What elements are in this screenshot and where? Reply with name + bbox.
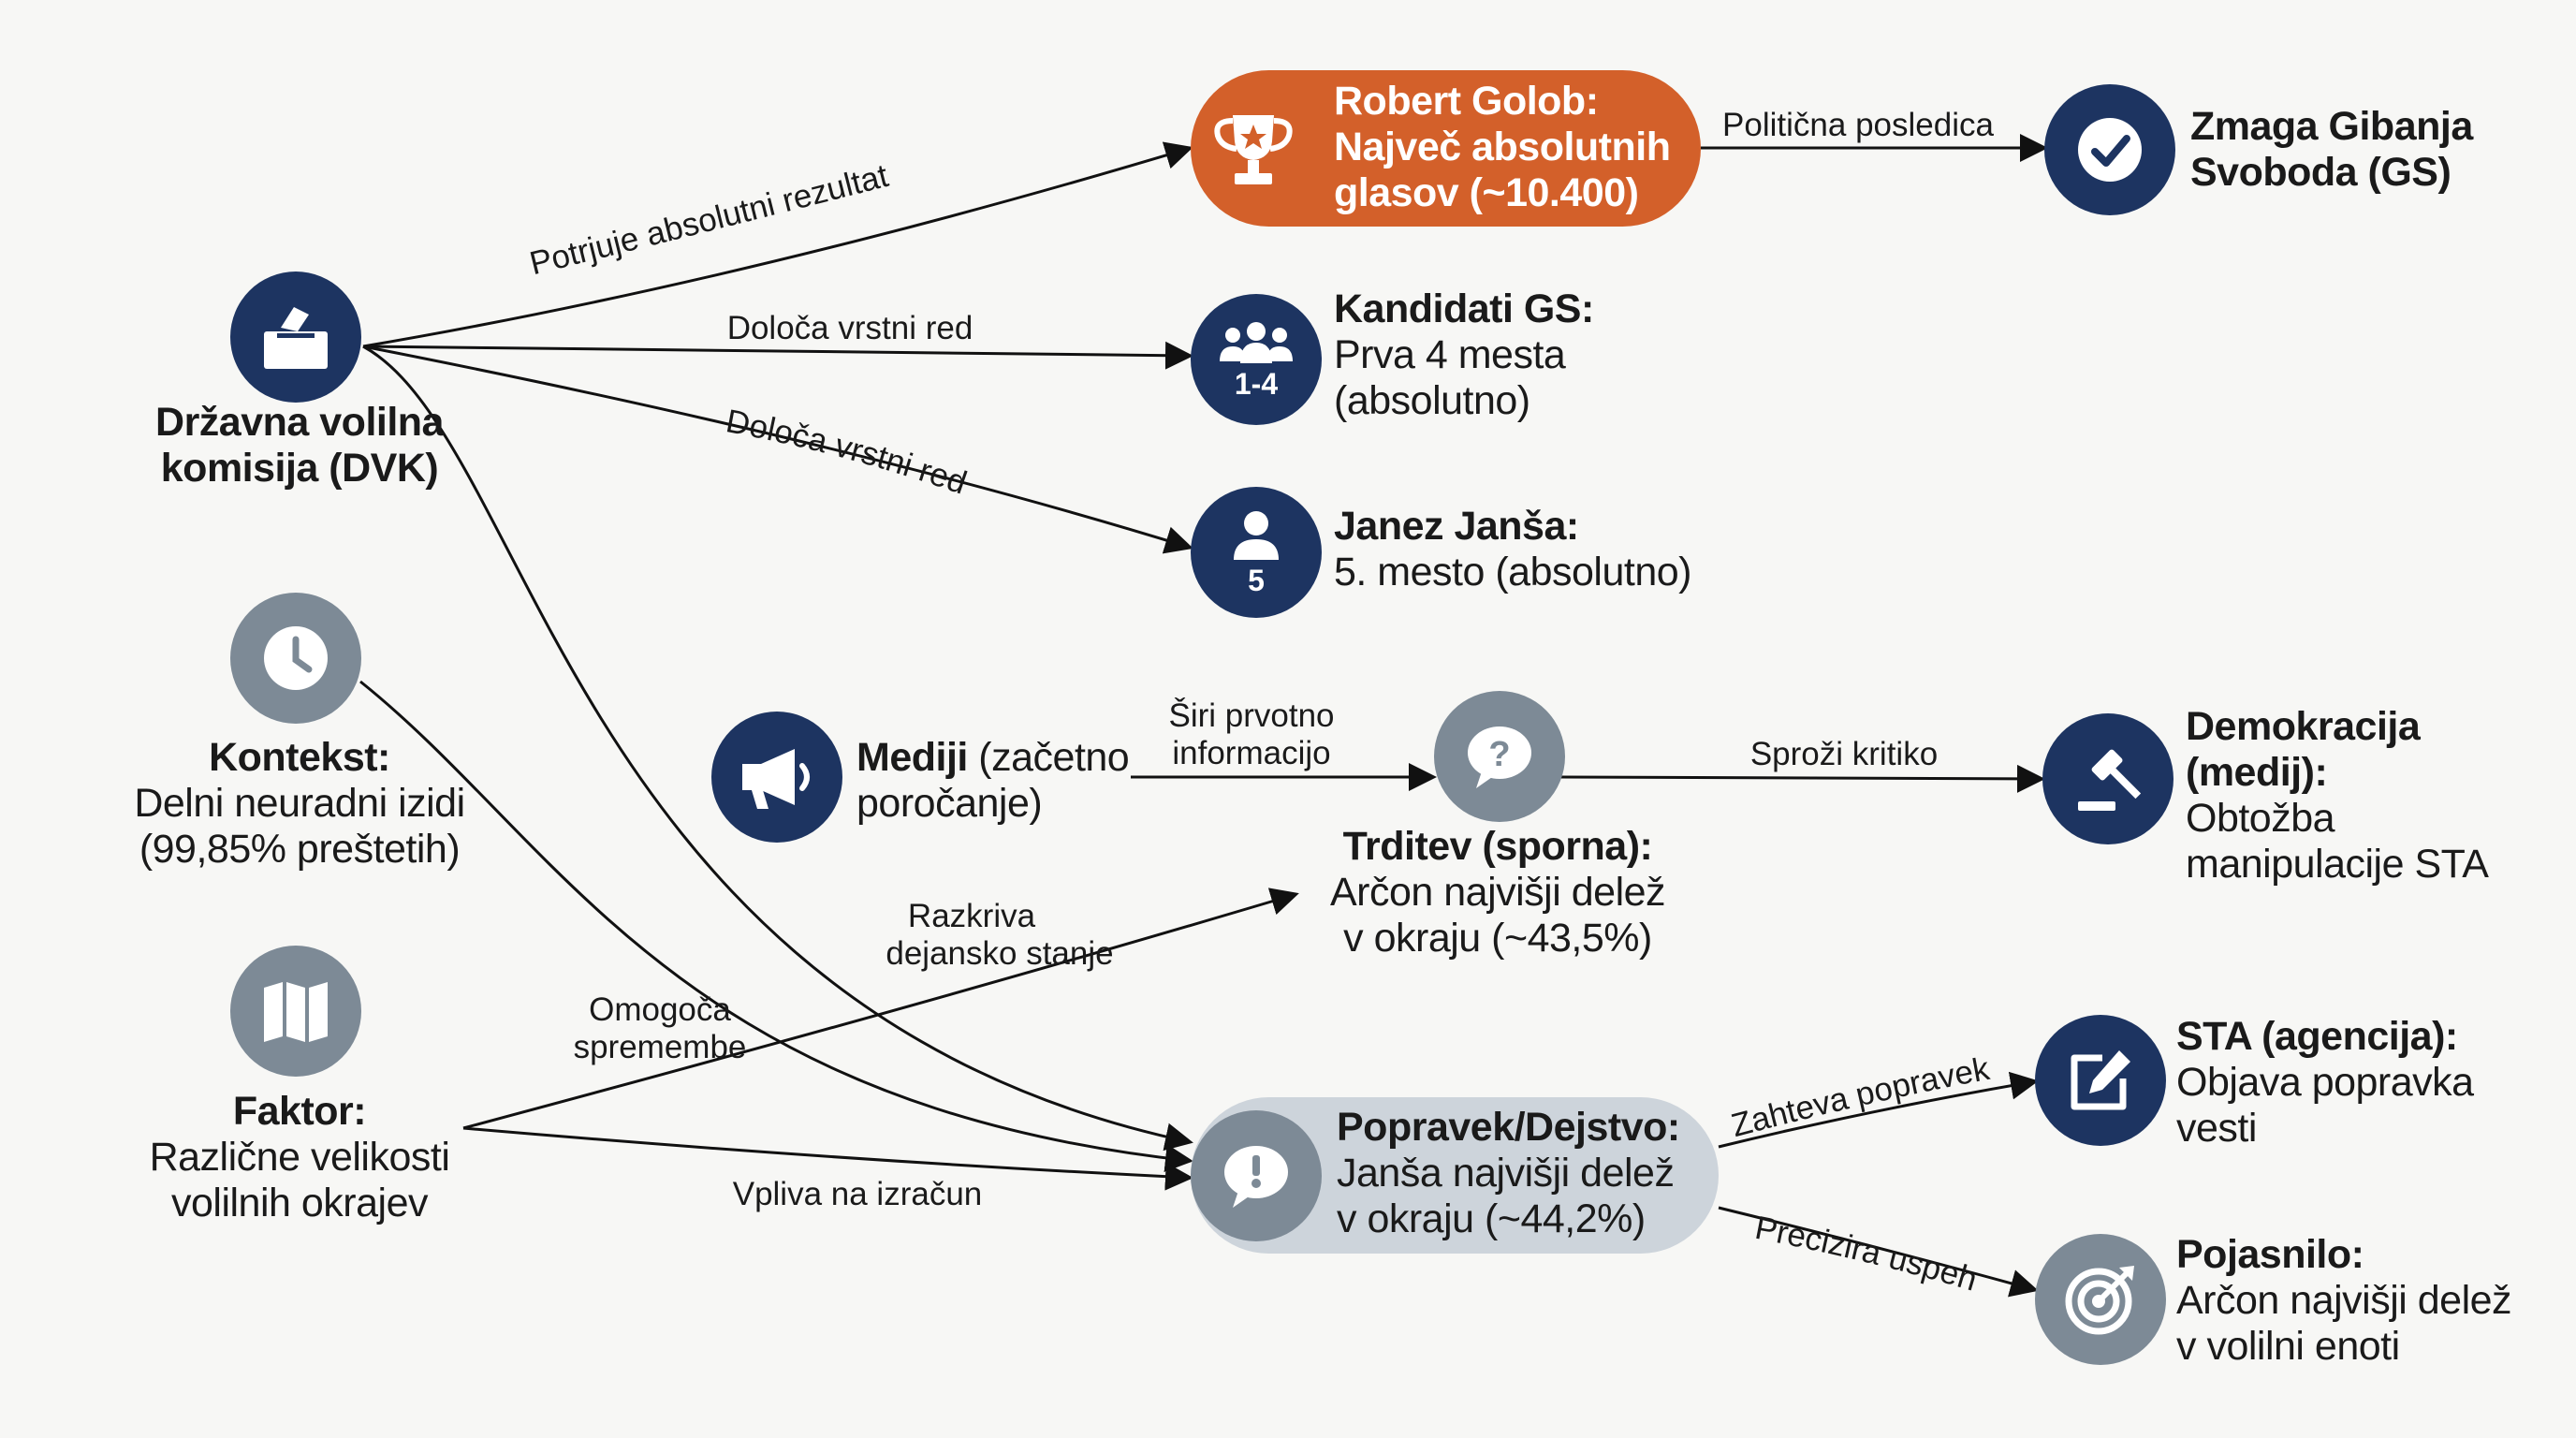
jansa-label: Janez Janša: 5. mesto (absolutno)	[1334, 504, 1691, 594]
edge-label-confirms: Potrjuje absolutni rezultat	[526, 157, 892, 282]
edge-label-enables2: spremembe	[574, 1029, 747, 1065]
edge-dvk-jansa	[362, 345, 1193, 554]
edge-label-order2: Določa vrstni red	[724, 403, 972, 502]
edge-claim-democracy	[1559, 764, 2045, 793]
media-label: Mediji (začetno poročanje)	[856, 735, 1130, 826]
edge-factor-correction	[462, 1126, 1193, 1191]
candidates-badge: 1-4	[1234, 367, 1279, 401]
edge-label-critique: Sproži kritiko	[1750, 736, 1938, 772]
exclamation-bubble-icon	[1191, 1110, 1322, 1241]
candidates-label: Kandidati GS: Prva 4 mesta (absolutno)	[1334, 286, 1594, 423]
edge-correction-sta	[1718, 1071, 2039, 1149]
dvk-label: Državna volilna komisija (DVK)	[155, 400, 444, 491]
trophy-icon	[1192, 89, 1315, 211]
edge-label-clarifies: Precizira uspeh	[1752, 1210, 1982, 1299]
group-icon: 1-4	[1191, 294, 1322, 425]
edge-label-spreads1: Širi prvotno	[1168, 697, 1334, 734]
megaphone-icon	[711, 712, 842, 843]
edge-label-spreads2: informacijo	[1172, 735, 1330, 771]
edge-label-affects: Vpliva na izračun	[733, 1176, 983, 1212]
gavel-icon	[2042, 713, 2174, 844]
edge-context-correction	[359, 680, 1193, 1172]
target-icon	[2035, 1234, 2166, 1365]
ballot-box-icon	[230, 271, 361, 403]
edge-dvk-candidates	[362, 341, 1193, 370]
question-bubble-icon: ?	[1434, 691, 1565, 822]
claim-label: Trditev (sporna): Arčon najvišji delež v…	[1329, 824, 1666, 961]
clock-icon	[230, 593, 361, 724]
edge-dvk-golob	[362, 141, 1193, 348]
clarification-label: Pojasnilo: Arčon najvišji delež v voliln…	[2176, 1232, 2512, 1369]
edge-label-enables1: Omogoča	[589, 991, 731, 1028]
edge-label-order1: Določa vrstni red	[727, 310, 973, 346]
check-icon	[2044, 84, 2175, 215]
edge-factor-claim	[462, 888, 1299, 1130]
edge-dvk-correction	[362, 345, 1193, 1152]
sta-label: STA (agencija): Objava popravka vesti	[2176, 1014, 2474, 1151]
edge-label-reveals2: dejansko stanje	[886, 935, 1113, 972]
correction-label: Popravek/Dejstvo: Janša najvišji delež v…	[1337, 1105, 1680, 1241]
user-icon: 5	[1191, 487, 1322, 618]
edge-label-political: Politična posledica	[1722, 107, 1994, 143]
edge-label-reveals1: Razkriva	[908, 898, 1036, 934]
golob-label: Robert Golob: Največ absolutnih glasov (…	[1334, 79, 1671, 215]
edit-icon	[2035, 1015, 2166, 1146]
edge-correction-clarification	[1718, 1206, 2039, 1298]
map-icon	[230, 946, 361, 1077]
democracy-label: Demokracija (medij): Obtožba manipulacij…	[2186, 704, 2489, 887]
context-label: Kontekst: Delni neuradni izidi (99,85% p…	[134, 735, 465, 872]
factor-label: Faktor: Različne velikosti volilnih okra…	[149, 1089, 450, 1225]
svg-text:?: ?	[1488, 735, 1510, 774]
gs-win-label: Zmaga Gibanja Svoboda (GS)	[2190, 104, 2473, 195]
jansa-badge: 5	[1248, 564, 1265, 597]
